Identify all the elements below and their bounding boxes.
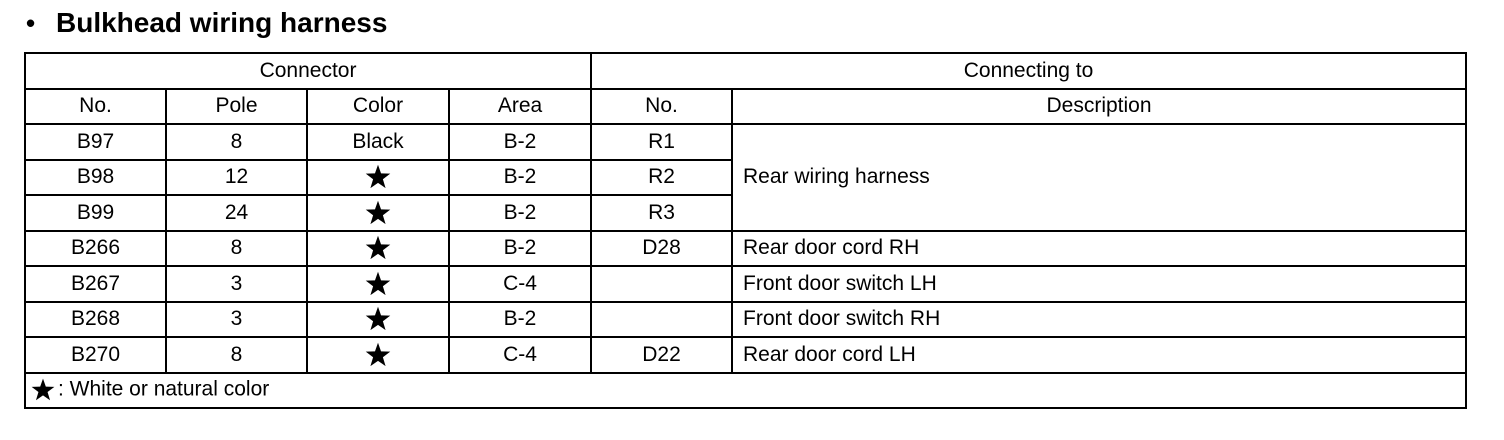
- cell-conn-no: R3: [590, 194, 734, 232]
- cell-area: B-2: [447, 194, 593, 232]
- cell-description: Rear door cord LH: [731, 336, 1468, 374]
- cell-description: Front door switch RH: [731, 300, 1468, 338]
- cell-pole: 8: [165, 123, 308, 161]
- cell-no: B267: [24, 265, 167, 303]
- footnote-row: : White or natural color: [23, 371, 1468, 409]
- cell-description: Rear door cord RH: [731, 229, 1468, 267]
- star-icon: [364, 234, 392, 262]
- table-row: B97 8 Black B-2 R1 Rear wiring harness: [24, 123, 1468, 232]
- cell-no: B266: [24, 229, 167, 267]
- group-header-connector: Connector: [23, 52, 593, 90]
- footnote-text: : White or natural color: [58, 377, 270, 401]
- cell-area: B-2: [447, 158, 593, 196]
- group-header-connecting-to: Connecting to: [590, 52, 1468, 90]
- title-text: Bulkhead wiring harness: [56, 7, 388, 38]
- star-icon: [364, 270, 392, 298]
- cell-color: [306, 158, 450, 196]
- cell-color: [306, 300, 450, 338]
- table-row: B267 3 C-4 Front door switch LH: [24, 265, 1468, 303]
- cell-conn-no: R2: [590, 158, 734, 196]
- cell-conn-no: [590, 300, 734, 338]
- table-row: B99 24 B-2 R3: [24, 194, 1466, 232]
- cell-description: Rear wiring harness: [731, 123, 1468, 232]
- cell-area: B-2: [447, 229, 593, 267]
- bullet: •: [26, 7, 36, 38]
- cell-area: C-4: [447, 336, 593, 374]
- group-header-row: Connector Connecting to: [23, 52, 1468, 90]
- cell-pole: 8: [165, 229, 308, 267]
- cell-no: B97: [24, 123, 167, 161]
- cell-pole: 24: [165, 194, 308, 232]
- cell-no: B99: [24, 194, 167, 232]
- cell-area: C-4: [447, 265, 593, 303]
- harness-table: Connector Connecting to No. Pole Color A…: [23, 52, 1468, 409]
- table-row: B266 8 B-2 D28 Rear door cord RH: [24, 229, 1468, 267]
- cell-conn-no: D28: [590, 229, 734, 267]
- column-header-area: Area: [447, 87, 593, 125]
- column-header-conn-no: No.: [590, 87, 734, 125]
- footnote: : White or natural color: [23, 371, 1468, 409]
- cell-pole: 3: [165, 265, 308, 303]
- star-icon: [364, 199, 392, 227]
- cell-pole: 12: [165, 158, 308, 196]
- table-row: B98 12 B-2 R2: [24, 158, 1466, 196]
- column-header-color: Color: [306, 87, 450, 125]
- cell-no: B270: [24, 336, 167, 374]
- table-row: B270 8 C-4 D22 Rear door cord LH: [24, 336, 1468, 374]
- table-row: B268 3 B-2 Front door switch RH: [24, 300, 1468, 338]
- cell-conn-no: D22: [590, 336, 734, 374]
- cell-no: B98: [24, 158, 167, 196]
- cell-conn-no: R1: [590, 123, 734, 161]
- cell-pole: 8: [165, 336, 308, 374]
- cell-color: [306, 194, 450, 232]
- page-title: • Bulkhead wiring harness: [26, 4, 387, 42]
- cell-color: [306, 229, 450, 267]
- column-header-row: No. Pole Color Area No. Description: [24, 87, 1468, 125]
- cell-description: Front door switch LH: [731, 265, 1468, 303]
- star-icon: [364, 305, 392, 333]
- cell-conn-no: [590, 265, 734, 303]
- cell-no: B268: [24, 300, 167, 338]
- cell-color: [306, 336, 450, 374]
- star-icon: [364, 341, 392, 369]
- cell-pole: 3: [165, 300, 308, 338]
- star-icon: [364, 163, 392, 191]
- column-header-description: Description: [731, 87, 1468, 125]
- cell-color: [306, 265, 450, 303]
- column-header-no: No.: [24, 87, 167, 125]
- cell-area: B-2: [447, 300, 593, 338]
- cell-area: B-2: [447, 123, 593, 161]
- cell-color: Black: [306, 123, 450, 161]
- star-icon: [30, 377, 56, 403]
- column-header-pole: Pole: [165, 87, 308, 125]
